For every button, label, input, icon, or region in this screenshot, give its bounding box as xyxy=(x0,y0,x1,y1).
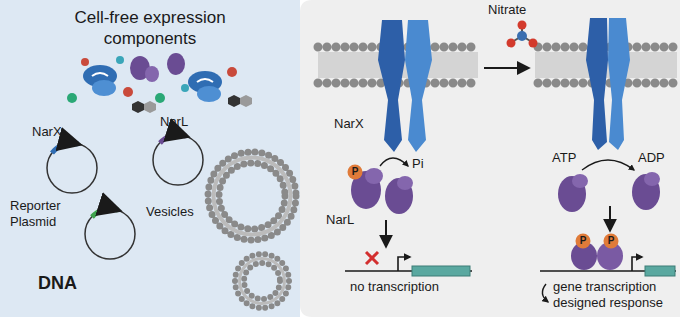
molecule-label: Nitrate xyxy=(488,2,526,18)
plasmid-label: Reporter Plasmid xyxy=(10,198,82,230)
protein-label: NarX xyxy=(334,116,364,132)
vesicle-label: Vesicles xyxy=(146,204,194,220)
plasmid-label: NarX xyxy=(32,124,62,140)
state-label: gene transcription designed response xyxy=(553,279,675,311)
plasmid-label: NarL xyxy=(160,114,188,130)
state-label: no transcription xyxy=(350,279,439,295)
molecule-label: ADP xyxy=(638,150,665,166)
protein-label: NarL xyxy=(326,212,354,228)
molecule-label: ATP xyxy=(552,150,576,166)
phosphate-label: Pi xyxy=(412,156,424,172)
phosphate-mark: P xyxy=(348,165,362,179)
panel-heading: Cell-free expression components xyxy=(45,0,255,49)
group-label: DNA xyxy=(38,272,77,294)
phosphate-mark: P xyxy=(604,234,618,248)
phosphate-mark: P xyxy=(576,234,590,248)
